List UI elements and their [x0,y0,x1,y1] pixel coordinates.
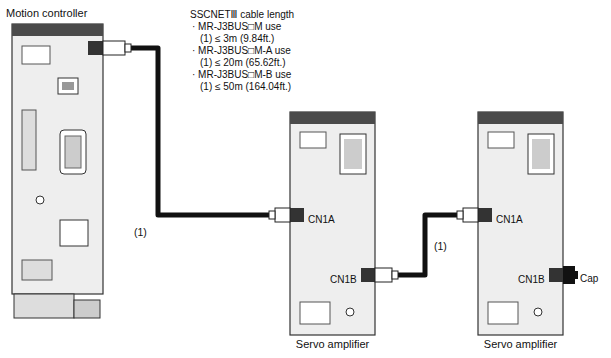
motion-controller-body [22,260,52,280]
note-text: · MR-J3BUS□M-A use [192,45,291,57]
cable-plug [463,208,478,222]
servo-amplifier-body [478,208,492,222]
note-text: · MR-J3BUS□M-B use [192,69,291,81]
motion-controller-body [65,136,81,168]
cable-callout: (1) [132,226,149,238]
servo-amplifier-body [478,112,563,335]
servo-amplifier-body [549,268,563,282]
cable-plug [375,268,392,282]
servo-amplifier-body [290,208,304,222]
note-text: (1) ≤ 3m (9.84ft.) [200,33,274,45]
motion-controller-body [22,110,36,170]
servo-amplifier-body [361,268,375,282]
servo-amplifier-body [488,302,518,324]
cable-plug [103,41,125,55]
motion-controller-body [14,294,74,318]
motion-controller-body [36,196,44,204]
servo-amplifier-body [290,112,375,335]
cable-plug [125,44,131,52]
motion-controller-body [62,82,74,90]
cap-symbol [563,266,578,284]
motion-controller-body [12,24,103,294]
cable-plug [392,271,398,279]
servo-amplifier-body [532,139,550,169]
servo-amplifier-body [478,112,563,335]
servo-amplifier-body [290,112,375,124]
cap-symbol [563,266,575,284]
connector-name: CN1B [518,274,545,286]
servo-amplifier-body [300,302,330,324]
motion-controller-body [12,24,103,318]
cable-callout: (1) [432,240,449,252]
servo-amplifier-body [290,112,375,335]
cap-symbol [575,271,578,279]
cable-plug [457,211,463,219]
cap-label: Cap [580,273,598,285]
motion-controller-body [12,24,103,36]
device-name: Motion controller [6,7,87,20]
device-name: Servo amplifier [484,338,557,351]
device-name: Servo amplifier [296,338,369,351]
motion-controller-body [60,220,88,246]
motion-controller: Motion controller [12,24,103,294]
servo-amplifier-body [528,134,554,174]
note-text: · MR-J3BUS□M use [192,21,281,33]
note-text: (1) ≤ 50m (164.04ft.) [200,81,291,93]
sscnet-cable [375,215,478,275]
motion-controller-body [88,41,103,55]
servo-amplifier-body [534,308,542,316]
cable-plug [275,208,290,222]
servo-amplifier-body [478,112,563,124]
motion-controller-body [58,78,78,94]
cable-plug [269,211,275,219]
servo-amplifier-body [300,132,326,148]
motion-controller-body [60,130,86,174]
servo-amplifier-body [344,139,362,169]
cable-plug [269,208,478,282]
servo-amplifier-body [346,308,354,316]
motion-controller-body [22,46,50,64]
servo-amplifier-body [488,132,514,148]
note-title: SSCNETⅢ cable length [190,9,294,21]
motion-controller-body [74,300,100,318]
connector-name: CN1A [308,214,335,226]
connector-name: CN1B [330,274,357,286]
note-text: (1) ≤ 20m (65.62ft.) [200,57,286,69]
cable-plug [103,41,131,55]
servo-amplifier-body [340,134,366,174]
connector-name: CN1A [496,214,523,226]
